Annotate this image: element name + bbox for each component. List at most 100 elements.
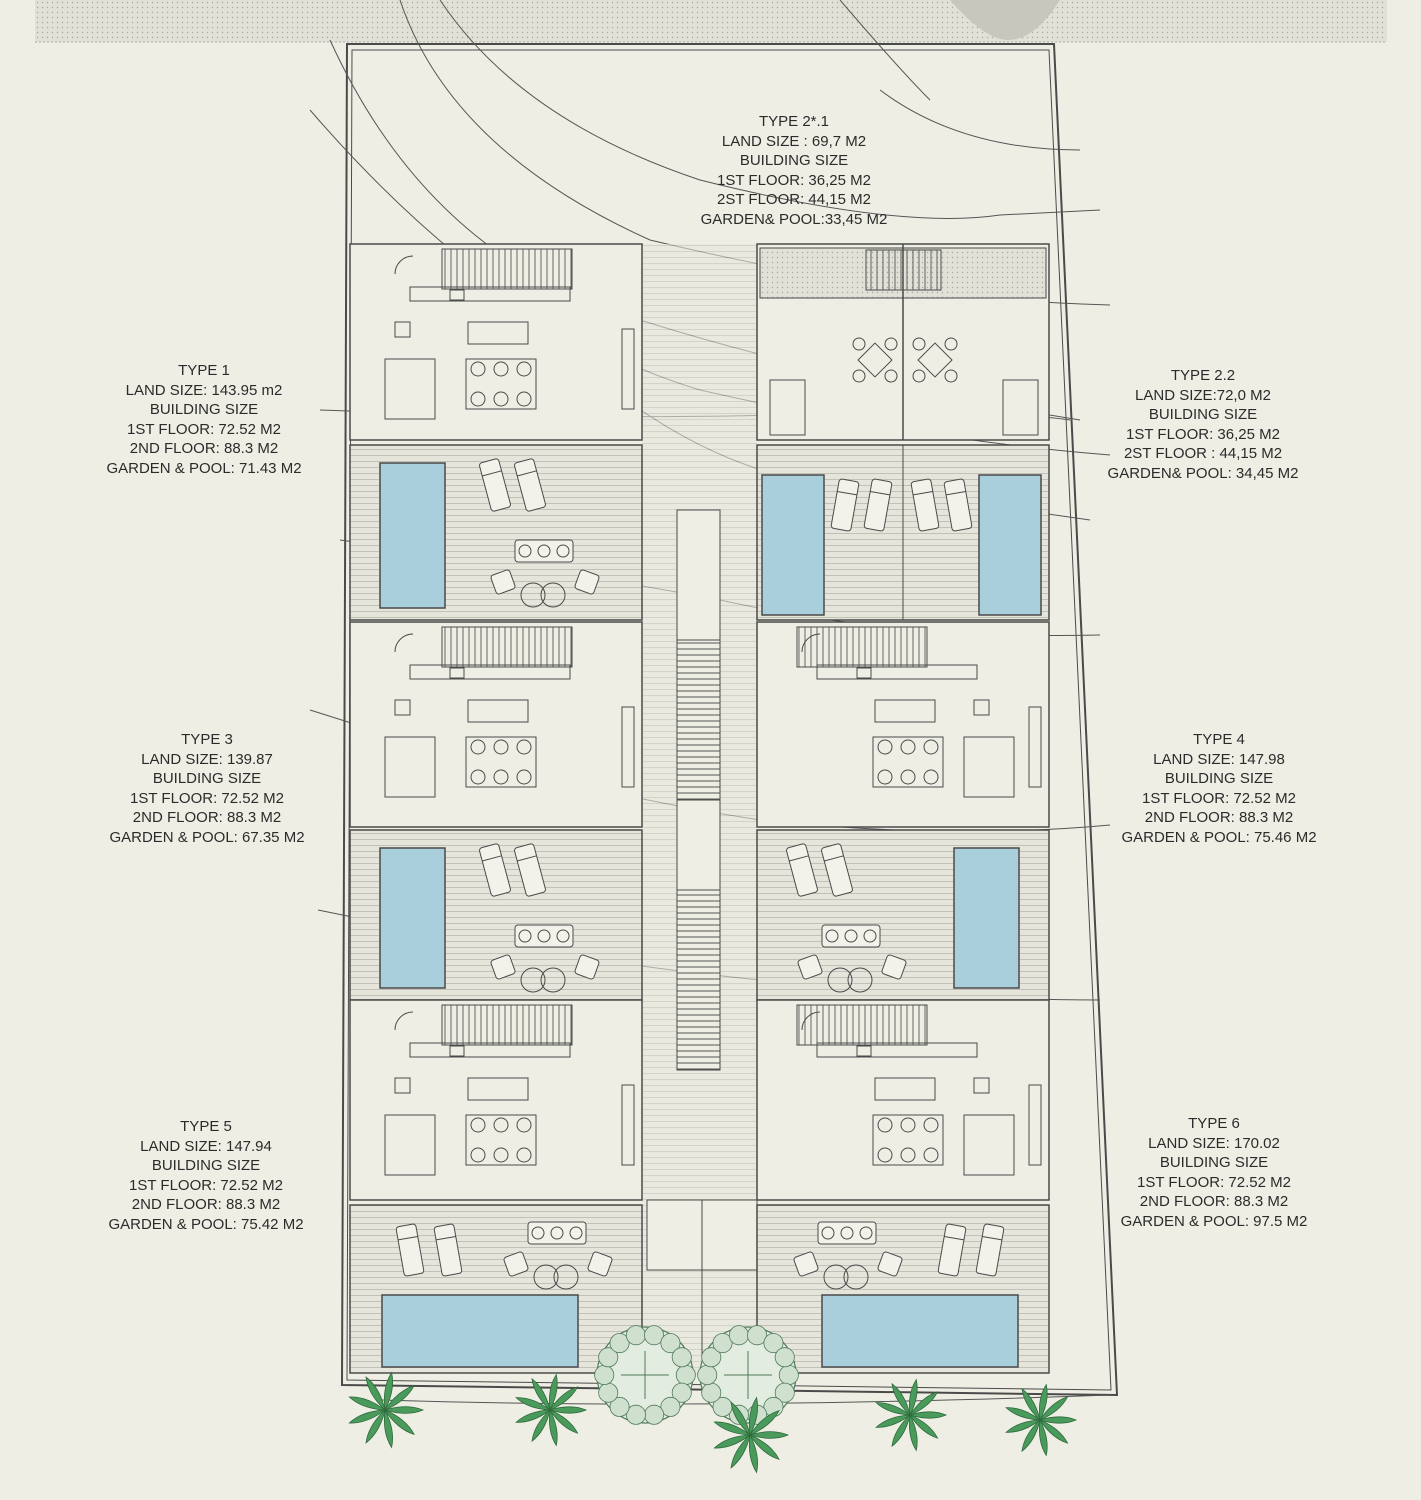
trees-layer xyxy=(348,1325,1078,1474)
coffee-table xyxy=(540,582,566,608)
label-title: TYPE 1 xyxy=(178,362,230,379)
pool xyxy=(381,1294,579,1368)
chair xyxy=(470,361,486,377)
armchair xyxy=(490,954,516,980)
coffee-table xyxy=(843,1264,869,1290)
sun-lounger xyxy=(479,843,511,897)
door-swing xyxy=(394,633,414,653)
armchair xyxy=(793,1251,819,1277)
armchair xyxy=(574,954,600,980)
chair xyxy=(516,769,532,785)
pool xyxy=(379,462,446,609)
kitchen-counter xyxy=(409,1042,571,1058)
chair xyxy=(900,1147,916,1163)
coffee-table xyxy=(533,1264,559,1290)
sofa xyxy=(963,1114,1015,1176)
chair xyxy=(493,739,509,755)
sun-lounger xyxy=(910,478,940,532)
outdoor-sofa xyxy=(821,924,881,948)
side-table xyxy=(394,699,411,716)
coffee-table xyxy=(847,967,873,993)
sink xyxy=(856,1045,872,1057)
table xyxy=(917,342,953,378)
sun-lounger xyxy=(937,1223,967,1277)
sofa xyxy=(1002,379,1039,436)
dining-table xyxy=(465,358,537,410)
coffee-table xyxy=(827,967,853,993)
armchair xyxy=(881,954,907,980)
dining-table xyxy=(872,1114,944,1166)
coffee-table xyxy=(520,582,546,608)
chair xyxy=(493,391,509,407)
sun-lounger xyxy=(433,1223,463,1277)
label-title: TYPE 5 xyxy=(180,1118,232,1135)
palm-tree xyxy=(713,1396,790,1474)
site-boundary xyxy=(340,43,1119,1397)
outdoor-sofa xyxy=(817,1221,877,1245)
dining-table xyxy=(872,736,944,788)
armchair xyxy=(574,569,600,595)
label-type-3: TYPE 3 LAND SIZE: 139.87 BUILDING SIZE 1… xyxy=(109,731,305,846)
label-type-1: TYPE 1 LAND SIZE: 143.95 m2 BUILDING SIZ… xyxy=(106,362,302,477)
label-title: TYPE 6 xyxy=(1188,1115,1240,1132)
chair xyxy=(470,1147,486,1163)
chair xyxy=(912,369,926,383)
table xyxy=(857,342,893,378)
label-type-2-2: TYPE 2.2 LAND SIZE:72,0 M2 BUILDING SIZE… xyxy=(1107,367,1299,482)
chair xyxy=(470,739,486,755)
sofa xyxy=(769,379,806,436)
chair xyxy=(877,1147,893,1163)
chair xyxy=(470,769,486,785)
chair xyxy=(493,361,509,377)
tv-unit xyxy=(1028,706,1042,788)
chair xyxy=(923,739,939,755)
chair xyxy=(877,769,893,785)
kitchen-counter xyxy=(816,1042,978,1058)
palm-tree xyxy=(515,1373,588,1447)
coffee-table xyxy=(553,1264,579,1290)
dining-table xyxy=(465,736,537,788)
chair xyxy=(944,337,958,351)
door-swing xyxy=(801,1011,821,1031)
armchair xyxy=(797,954,823,980)
chair xyxy=(877,739,893,755)
staircase xyxy=(441,626,573,668)
sun-lounger xyxy=(975,1223,1005,1277)
round-tree xyxy=(594,1325,696,1425)
tv-unit xyxy=(621,1084,635,1166)
chair xyxy=(470,1117,486,1133)
chair xyxy=(923,1117,939,1133)
coffee-table xyxy=(540,967,566,993)
pool xyxy=(761,474,825,616)
chair xyxy=(516,391,532,407)
kitchen-island xyxy=(467,1077,529,1101)
chair xyxy=(877,1117,893,1133)
label-type-2-1: TYPE 2*.1 LAND SIZE : 69,7 M2 BUILDING S… xyxy=(700,113,888,228)
door-swing xyxy=(394,255,414,275)
outdoor-sofa xyxy=(514,539,574,563)
tv-unit xyxy=(1028,1084,1042,1166)
label-title: TYPE 4 xyxy=(1193,731,1245,748)
armchair xyxy=(490,569,516,595)
pool xyxy=(821,1294,1019,1368)
sink xyxy=(449,289,465,301)
outdoor-sofa xyxy=(514,924,574,948)
palm-tree xyxy=(875,1378,948,1452)
kitchen-counter xyxy=(816,664,978,680)
sink xyxy=(449,667,465,679)
sink xyxy=(449,1045,465,1057)
label-title: TYPE 2*.1 xyxy=(758,113,830,130)
staircase xyxy=(441,248,573,290)
sun-lounger xyxy=(786,843,818,897)
sofa xyxy=(963,736,1015,798)
side-table xyxy=(394,1077,411,1094)
sofa xyxy=(384,358,436,420)
pool xyxy=(379,847,446,989)
chair xyxy=(884,337,898,351)
chair xyxy=(493,1147,509,1163)
chair xyxy=(923,769,939,785)
chair xyxy=(516,739,532,755)
coffee-table xyxy=(520,967,546,993)
chair xyxy=(493,769,509,785)
kitchen-island xyxy=(874,1077,936,1101)
